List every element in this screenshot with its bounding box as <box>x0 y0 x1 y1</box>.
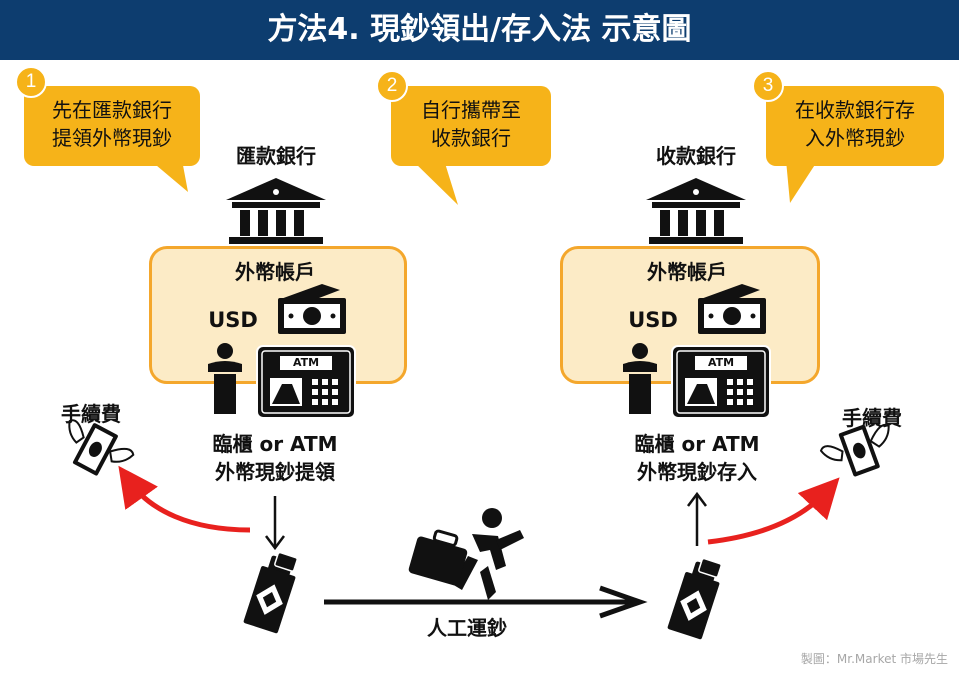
bank-building-icon-left <box>226 178 326 244</box>
step-number-3: 3 <box>762 75 774 96</box>
channel-label-right: 臨櫃 or ATM <box>634 432 760 456</box>
speech-bubble-2 <box>391 86 551 205</box>
step-3-line-1: 在收款銀行存 <box>795 98 915 122</box>
atm-screen-text-right: ATM <box>707 356 735 369</box>
fee-label-right: 手續費 <box>842 406 902 430</box>
title-bar <box>0 0 959 60</box>
page-title: 方法4. 現鈔領出/存入法 示意圖 <box>267 12 692 47</box>
speech-bubble-3 <box>766 86 944 203</box>
step-1-line-1: 先在匯款銀行 <box>52 98 172 122</box>
channel-label-left: 臨櫃 or ATM <box>212 432 338 456</box>
receiving-bank-label: 收款銀行 <box>656 144 736 168</box>
currency-label-right: USD <box>628 308 678 332</box>
step-1-line-2: 提領外幣現鈔 <box>52 126 172 150</box>
step-3-line-2: 入外幣現鈔 <box>805 126 905 150</box>
step-number-2: 2 <box>386 75 398 96</box>
account-label-left: 外幣帳戶 <box>235 260 315 284</box>
step-3-text: 在收款銀行存 入外幣現鈔 <box>766 96 944 152</box>
step-2-line-2: 收款銀行 <box>431 126 511 150</box>
step-1-text: 先在匯款銀行 提領外幣現鈔 <box>24 96 200 152</box>
step-number-badge-2 <box>376 70 408 102</box>
step-number-1: 1 <box>25 71 37 92</box>
bank-right-emblem <box>693 189 699 195</box>
deposit-action-label: 外幣現鈔存入 <box>637 460 757 484</box>
step-number-badge-3 <box>752 70 784 102</box>
transport-label: 人工運鈔 <box>427 616 507 640</box>
step-number-badge-1 <box>15 66 47 98</box>
fee-arrow-left <box>118 465 251 533</box>
flying-money-icon-left <box>68 419 135 476</box>
bank-left-emblem <box>273 189 279 195</box>
cash-bundle-icon-left <box>243 551 298 634</box>
fee-arrow-right <box>707 477 840 545</box>
credit-text: 製圖：Mr.Market 市場先生 <box>800 652 948 666</box>
account-label-right: 外幣帳戶 <box>647 260 727 284</box>
running-person-icon <box>408 508 524 600</box>
withdraw-arrow-down <box>265 496 285 551</box>
currency-label-left: USD <box>208 308 258 332</box>
flying-money-icon-right <box>819 423 890 477</box>
withdraw-action-label: 外幣現鈔提領 <box>215 460 335 484</box>
atm-screen-text-left: ATM <box>292 356 320 369</box>
transport-arrow <box>324 585 648 619</box>
speech-bubble-1 <box>24 86 200 192</box>
deposit-arrow-up <box>687 491 707 546</box>
step-2-text: 自行攜帶至 收款銀行 <box>391 96 551 152</box>
step-2-line-1: 自行攜帶至 <box>421 98 521 122</box>
cash-bundle-icon-right <box>667 557 722 640</box>
bank-building-icon-right <box>646 178 746 244</box>
fee-label-left: 手續費 <box>61 402 121 426</box>
remitting-bank-label: 匯款銀行 <box>236 144 316 168</box>
